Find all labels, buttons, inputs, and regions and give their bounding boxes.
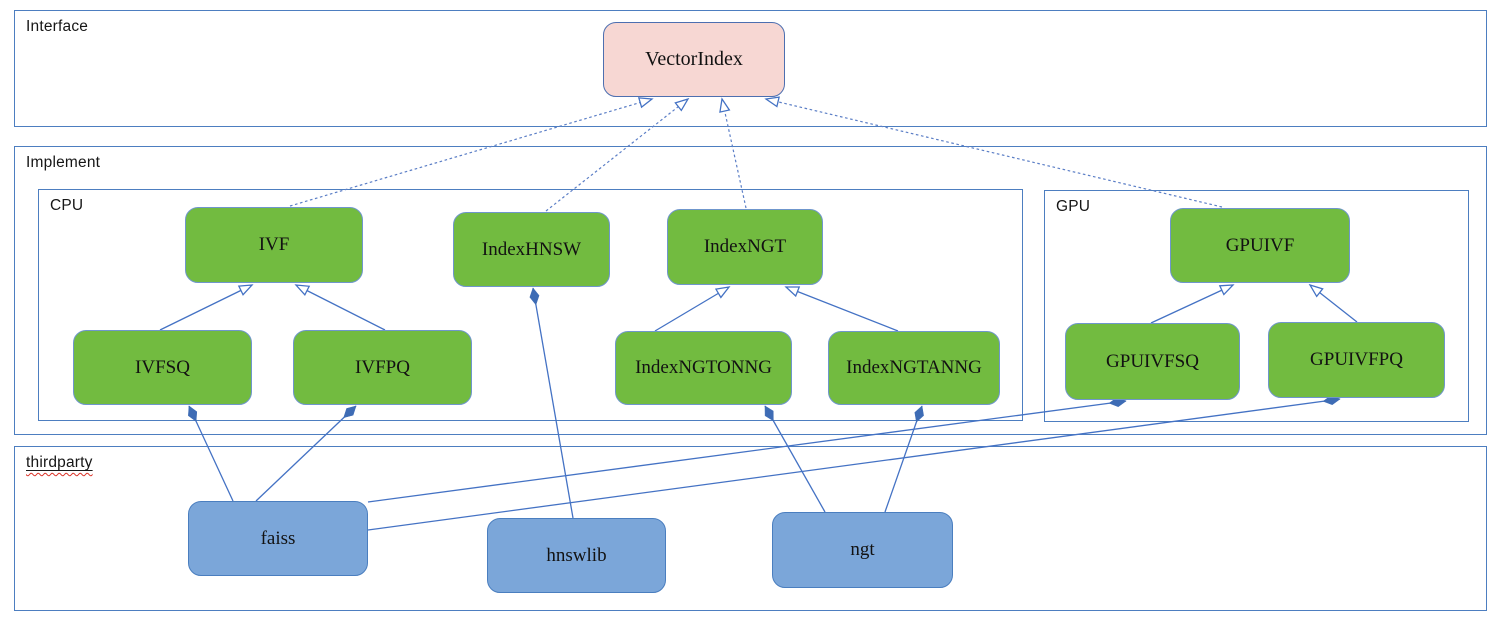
node-indexhnsw: IndexHNSW (453, 212, 610, 287)
node-indexhnsw-label: IndexHNSW (481, 238, 582, 260)
node-hnswlib-label: hnswlib (546, 544, 607, 566)
node-indexngtonng-label: IndexNGTONNG (635, 357, 772, 378)
node-vectorindex: VectorIndex (603, 22, 785, 97)
node-ivfpq-label: IVFPQ (355, 356, 410, 378)
node-vectorindex-label: VectorIndex (645, 48, 743, 70)
edge-gpuivfsq-faiss (367, 401, 1126, 503)
section-interface-label: Interface (26, 18, 89, 35)
node-gpuivfsq: GPUIVFSQ (1065, 323, 1240, 400)
section-thirdparty: thirdparty (14, 446, 1487, 611)
node-faiss: faiss (188, 501, 368, 576)
edge-indexngtonng-ngt (764, 406, 826, 513)
edge-indexhnsw-hnswlib (533, 288, 574, 519)
node-gpuivfsq-label: GPUIVFSQ (1106, 350, 1199, 372)
node-gpuivfpq-label: GPUIVFPQ (1310, 349, 1403, 370)
node-indexngt-label: IndexNGT (703, 236, 787, 257)
node-ivf: IVF (185, 207, 363, 283)
edge-indexhnsw-vectorindex (545, 99, 688, 212)
node-gpuivf: GPUIVF (1170, 208, 1350, 283)
node-indexngtanng-label: IndexNGTANNG (846, 357, 982, 378)
node-ivfsq-label: IVFSQ (135, 356, 190, 378)
node-gpuivfpq: GPUIVFPQ (1268, 322, 1445, 398)
node-ivfpq: IVFPQ (293, 330, 472, 405)
edge-gpuivfsq-gpuivf (1150, 285, 1233, 324)
section-implement: Implement (14, 146, 1487, 435)
edge-ivfpq-faiss (255, 405, 357, 502)
node-gpuivf-label: GPUIVF (1225, 234, 1295, 256)
node-ivfsq: IVFSQ (73, 330, 252, 405)
edge-gpuivfpq-faiss (367, 399, 1340, 531)
section-cpu-label: CPU (50, 197, 84, 214)
edge-gpuivfpq-gpuivf (1310, 285, 1358, 323)
node-ngt: ngt (772, 512, 953, 588)
section-implement-label: Implement (26, 154, 101, 171)
edge-gpuivf-vectorindex (766, 99, 1223, 208)
section-interface: Interface (14, 10, 1487, 127)
node-indexngtonng: IndexNGTONNG (615, 331, 792, 405)
edge-indexngtanng-indexngt (786, 287, 899, 332)
node-faiss-label: faiss (260, 527, 296, 549)
edge-indexngt-vectorindex (722, 99, 747, 209)
node-ngt-label: ngt (850, 539, 875, 560)
node-ivf-label: IVF (258, 234, 290, 255)
section-cpu: CPU (38, 189, 1023, 421)
edge-ivf-vectorindex (289, 99, 652, 207)
edge-ivfsq-ivf (159, 285, 252, 331)
node-hnswlib: hnswlib (487, 518, 666, 593)
section-thirdparty-label: thirdparty (26, 454, 93, 472)
edge-ivfsq-faiss (189, 406, 234, 502)
edge-ivfpq-ivf (296, 285, 386, 331)
section-thirdparty-label-text: thirdparty (26, 454, 93, 471)
section-gpu: GPU (1044, 190, 1469, 422)
node-indexngtanng: IndexNGTANNG (828, 331, 1000, 405)
node-indexngt: IndexNGT (667, 209, 823, 285)
edge-indexngtonng-indexngt (654, 287, 729, 332)
section-gpu-label: GPU (1056, 198, 1091, 215)
edge-indexngtanng-ngt (884, 406, 922, 513)
